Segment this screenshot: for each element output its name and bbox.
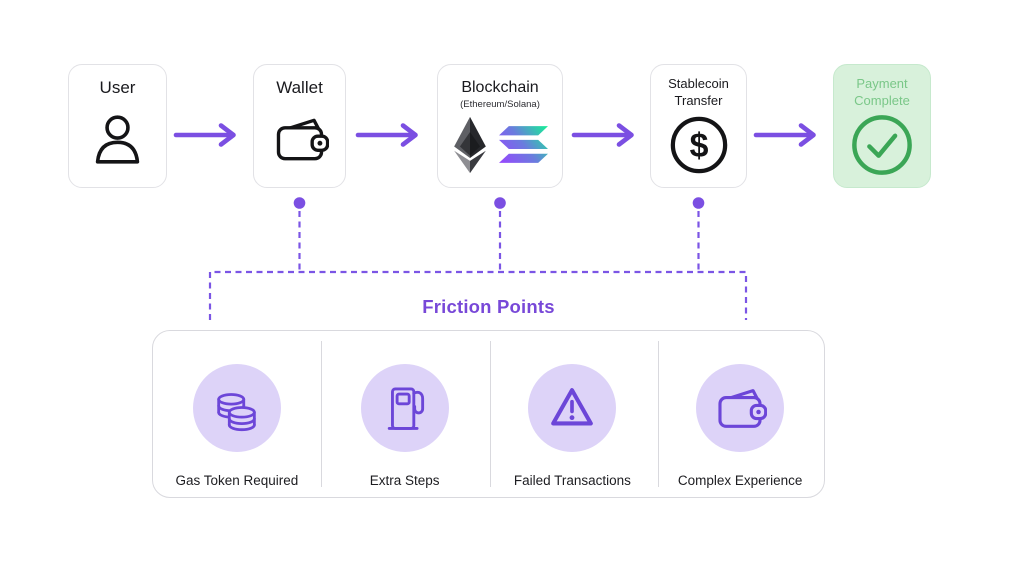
flow-node-payment-complete: Payment Complete (833, 64, 931, 188)
coins-icon (192, 364, 281, 452)
wallet-icon (254, 98, 345, 187)
friction-item-label: Complex Experience (677, 473, 803, 488)
friction-item-label: Extra Steps (369, 473, 440, 488)
arrow-wallet-to-blockchain (355, 123, 418, 147)
check-circle-icon (834, 110, 930, 187)
panel-divider (321, 341, 322, 487)
flow-node-wallet: Wallet (253, 64, 346, 188)
node-label: Payment Complete (854, 76, 910, 108)
panel-divider (489, 341, 491, 487)
friction-points-panel: Gas Token Required Extra Steps (152, 330, 825, 498)
arrow-user-to-wallet (173, 123, 236, 147)
user-icon (69, 98, 166, 187)
wallet-icon (696, 364, 785, 452)
gas-pump-icon (360, 364, 449, 452)
friction-item-complex-experience: Complex Experience (656, 331, 824, 497)
friction-item-extra-steps: Extra Steps (321, 331, 489, 497)
connector-dot (692, 197, 705, 209)
flow-node-blockchain: Blockchain (Ethereum/Solana) (437, 64, 563, 188)
warning-triangle-icon (528, 364, 617, 452)
node-label: Blockchain (461, 79, 539, 96)
flow-node-user: User (68, 64, 167, 188)
node-label: User (99, 78, 136, 97)
solana-logo (499, 126, 548, 163)
friction-item-failed-transactions: Failed Transactions (489, 331, 657, 497)
panel-divider (658, 341, 659, 487)
arrow-blockchain-to-stablecoin (571, 123, 634, 147)
friction-item-gas-token: Gas Token Required (153, 331, 321, 497)
arrow-stablecoin-to-complete (753, 123, 816, 147)
friction-item-label: Gas Token Required (175, 473, 299, 488)
svg-text:$: $ (689, 127, 708, 165)
node-sublabel: (Ethereum/Solana) (460, 99, 540, 111)
friction-item-label: Failed Transactions (513, 473, 631, 488)
node-label: Stablecoin Transfer (668, 76, 729, 108)
ethereum-logo (452, 116, 488, 174)
node-label: Wallet (276, 78, 323, 97)
flow-node-stablecoin-transfer: Stablecoin Transfer $ (650, 64, 747, 188)
connector-dot (494, 197, 506, 209)
connector-dot (293, 197, 306, 209)
dollar-circle-icon: $ (651, 110, 746, 187)
friction-points-title: Friction Points (422, 296, 555, 317)
